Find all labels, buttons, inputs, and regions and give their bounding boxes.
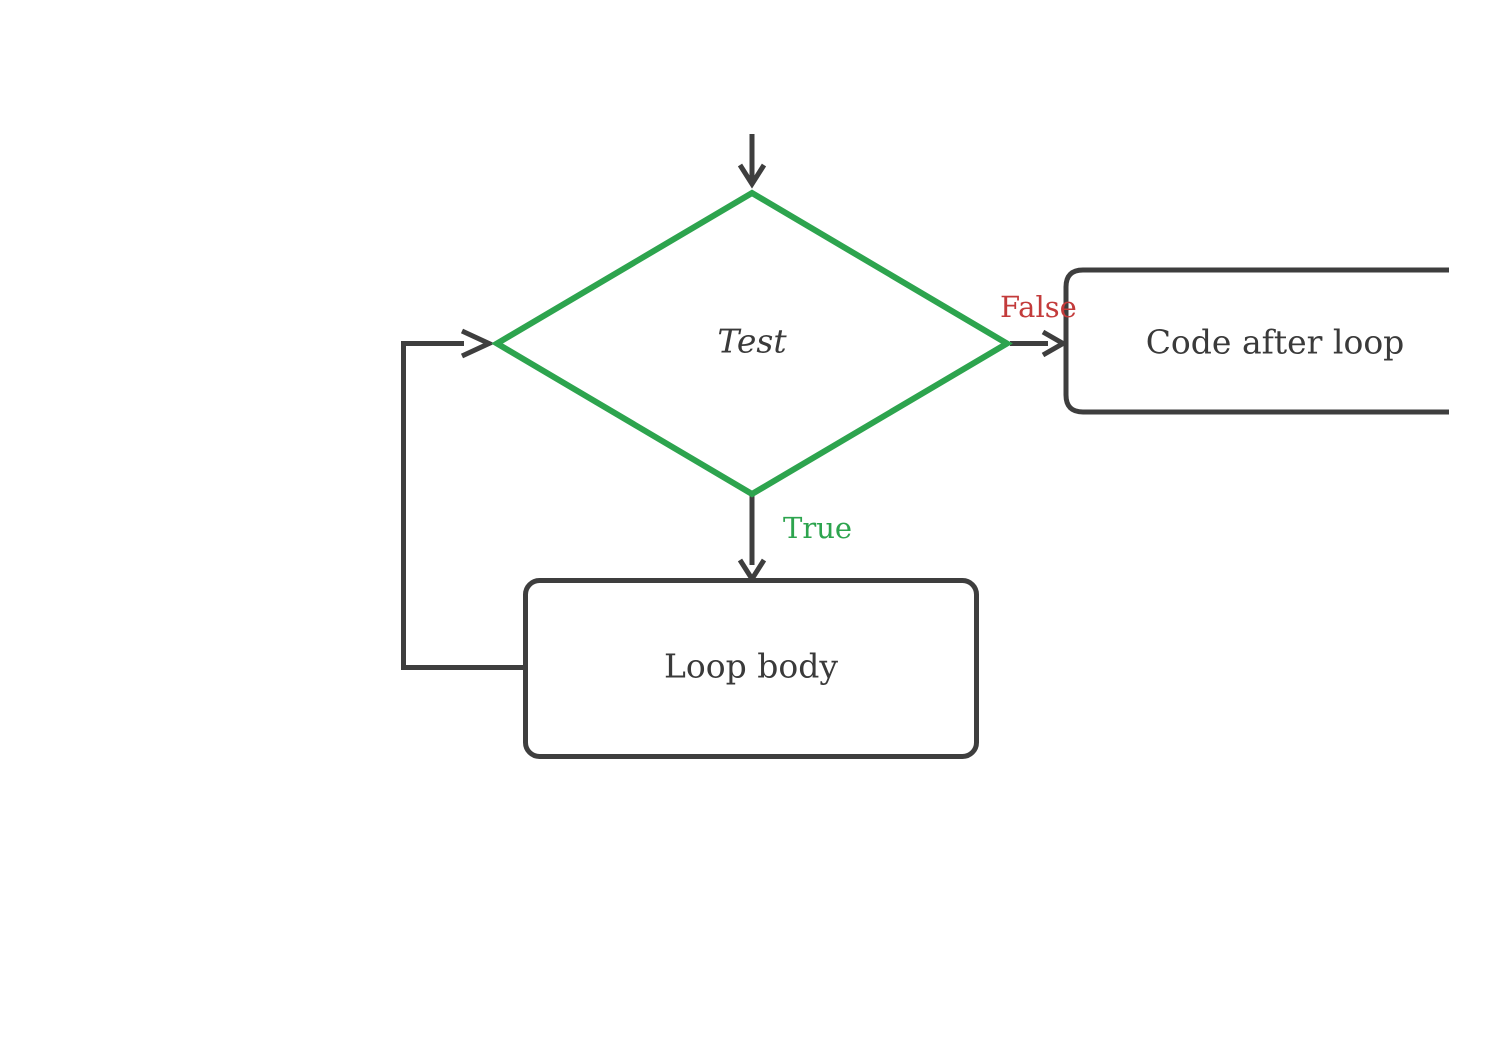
false-arrow <box>1010 329 1069 358</box>
code-after-loop-label: Code after loop <box>1146 323 1405 362</box>
false-branch-label: False <box>1000 290 1077 324</box>
code-after-loop-box <box>1063 267 1449 415</box>
loop-body-box <box>523 578 979 759</box>
true-arrow <box>737 496 767 584</box>
decision-label: Test <box>717 322 787 361</box>
loop-body-label: Loop body <box>664 647 838 686</box>
loopback-arrow <box>401 328 523 670</box>
entry-arrow <box>737 134 767 189</box>
decision-diamond <box>491 189 1013 498</box>
true-branch-label: True <box>783 511 852 545</box>
